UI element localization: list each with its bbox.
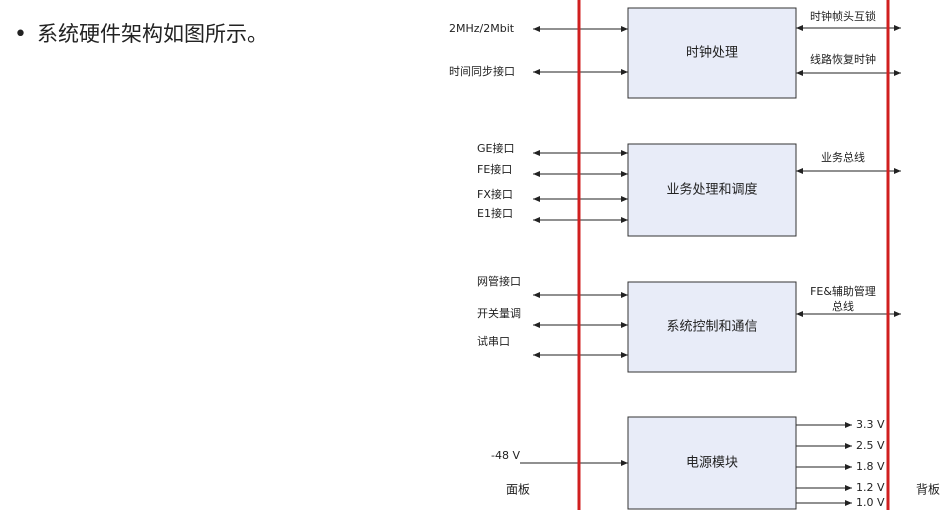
right-interface-label: 总线 <box>832 299 854 313</box>
right-interface-label: 时钟帧头互锁 <box>810 9 876 23</box>
power-output-label: 3.3 V <box>856 418 885 431</box>
block-label-control: 系统控制和通信 <box>666 320 757 335</box>
power-output-label: 1.2 V <box>856 481 885 494</box>
left-interface-label: FX接口 <box>477 188 513 201</box>
left-interface-label: 试串口 <box>477 335 510 348</box>
block-label-service: 业务处理和调度 <box>666 182 757 198</box>
intro-text: 系统硬件架构如图所示。 <box>36 22 268 46</box>
left-interface-label: 时间同步接口 <box>449 65 515 78</box>
right-interface-label: 业务总线 <box>821 150 865 164</box>
left-interface-label: GE接口 <box>477 142 514 155</box>
block-label-clock: 时钟处理 <box>686 45 738 61</box>
backplane-label: 背板 <box>916 483 940 497</box>
power-output-label: 2.5 V <box>856 439 885 452</box>
left-interface-label: E1接口 <box>477 207 513 220</box>
left-interface-label: 2MHz/2Mbit <box>449 22 515 35</box>
block-label-power: 电源模块 <box>686 456 738 471</box>
front-panel-label: 面板 <box>506 483 530 497</box>
power-output-label: 1.0 V <box>856 496 885 509</box>
block-control <box>627 281 797 373</box>
bullet-icon: • <box>14 22 27 47</box>
left-interface-label: 网管接口 <box>477 274 521 288</box>
left-interface-label: FE接口 <box>477 163 512 176</box>
left-interface-label: -48 V <box>491 449 520 462</box>
block-power <box>627 416 797 510</box>
block-service <box>627 143 797 237</box>
left-interface-label: 开关量调 <box>477 306 521 320</box>
intro-bullet-line: • 系统硬件架构如图所示。 <box>14 18 268 48</box>
right-interface-label: 线路恢复时钟 <box>810 52 876 66</box>
right-interface-label: FE&辅助管理 <box>810 284 876 298</box>
power-output-label: 1.8 V <box>856 460 885 473</box>
block-clock <box>627 7 797 99</box>
